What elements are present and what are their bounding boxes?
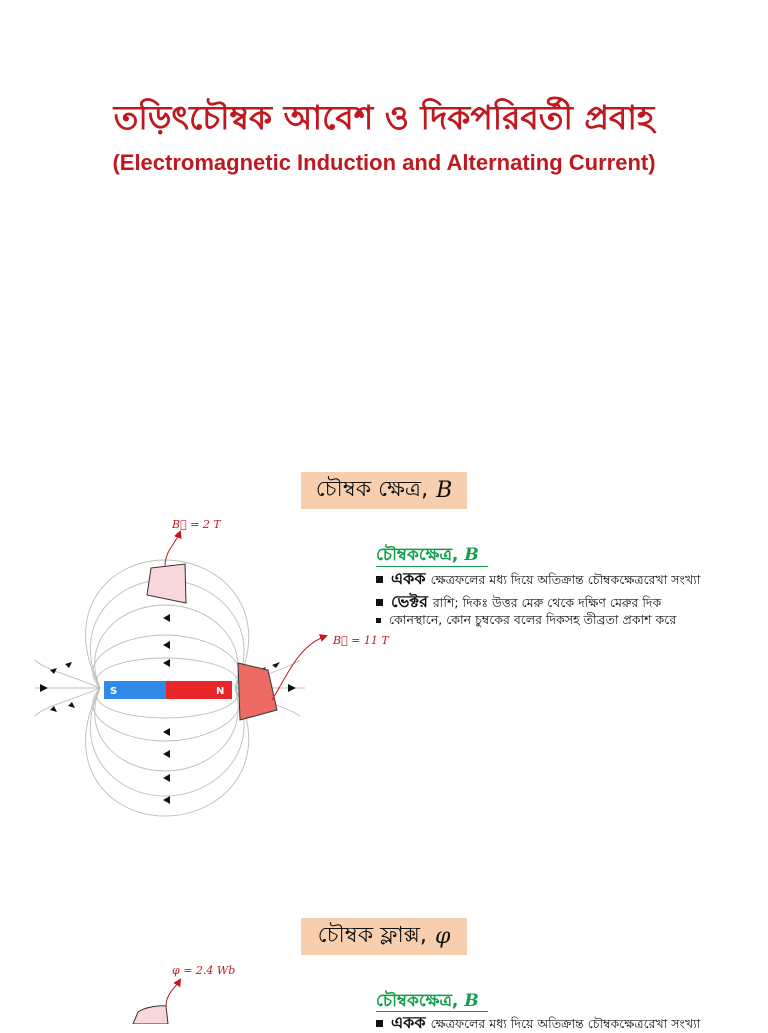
field-label-small: B⃗ = 2 T bbox=[171, 518, 222, 531]
section-header-magnetic-field: চৌম্বক ক্ষেত্র, B bbox=[301, 472, 467, 509]
subheading-underline bbox=[376, 1011, 488, 1012]
bullet-list: একক ক্ষেত্রফলের মধ্য দিয়ে অতিক্রান্ত চৌ… bbox=[376, 569, 700, 629]
bullet-bold: একক bbox=[391, 1013, 426, 1032]
magnet-south-label: S bbox=[110, 686, 117, 697]
bullet-list-2: একক ক্ষেত্রফলের মধ্য দিয়ে অতিক্রান্ত চৌ… bbox=[376, 1013, 700, 1033]
field-label-large: B⃗ = 11 T bbox=[332, 634, 390, 647]
flux-pointer bbox=[165, 978, 182, 1007]
large-surface-pointer bbox=[271, 634, 328, 701]
flux-label: φ = 2.4 Wb bbox=[172, 964, 235, 977]
flux-area-surface bbox=[132, 1005, 169, 1024]
small-surface-pointer bbox=[164, 530, 182, 568]
section-header-symbol: φ bbox=[434, 924, 451, 949]
section-header-magnetic-flux: চৌম্বক ফ্লাক্স, φ bbox=[301, 918, 467, 955]
field-arrow-markers bbox=[40, 592, 296, 804]
bar-magnet-field-diagram: S N B⃗ = 2 T B⃗ = 11 T bbox=[34, 518, 390, 817]
bar-magnet: S N bbox=[104, 681, 232, 699]
subheading-symbol: B bbox=[464, 545, 479, 565]
page-subtitle: (Electromagnetic Induction and Alternati… bbox=[112, 150, 656, 175]
bullet-square-icon bbox=[376, 576, 383, 583]
bullet-square-icon bbox=[376, 618, 381, 623]
bullet-text: কোনস্থানে, কোন চুম্বকের বলের দিকসহ তীব্র… bbox=[389, 612, 677, 627]
section-header-label: চৌম্বক ক্ষেত্র, bbox=[315, 477, 429, 502]
bullet-text: ক্ষেত্রফলের মধ্য দিয়ে অতিক্রান্ত চৌম্বক… bbox=[430, 572, 701, 587]
subheading-underline bbox=[376, 566, 488, 567]
section-header-label: চৌম্বক ফ্লাক্স, bbox=[317, 923, 427, 948]
bullet-square-icon bbox=[376, 599, 383, 606]
bullet-text: রাশি; দিকঃ উত্তর মেরু থেকে দক্ষিণ মেরুর … bbox=[432, 595, 662, 610]
flux-diagram-top: φ = 2.4 Wb bbox=[132, 964, 235, 1024]
small-area-surface bbox=[146, 563, 187, 604]
subheading-symbol: B bbox=[464, 991, 479, 1011]
page-title: তড়িৎচৌম্বক আবেশ ও দিকপরিবর্তী প্রবাহ bbox=[113, 98, 655, 137]
section-header-symbol: B bbox=[436, 478, 453, 503]
bullet-bold: একক bbox=[391, 569, 426, 588]
list-item: কোনস্থানে, কোন চুম্বকের বলের দিকসহ তীব্র… bbox=[376, 610, 700, 629]
bullet-bold: ভেক্টর bbox=[391, 592, 428, 611]
subheading-magnetic-field: চৌম্বকক্ষেত্র, B bbox=[376, 542, 479, 570]
magnet-north-label: N bbox=[216, 686, 224, 697]
list-item: একক ক্ষেত্রফলের মধ্য দিয়ে অতিক্রান্ত চৌ… bbox=[376, 1013, 700, 1033]
subheading-label: চৌম্বকক্ষেত্র, bbox=[376, 545, 459, 565]
list-item: একক ক্ষেত্রফলের মধ্য দিয়ে অতিক্রান্ত চৌ… bbox=[376, 569, 700, 589]
large-area-surface bbox=[237, 662, 278, 721]
list-item: ভেক্টর রাশি; দিকঃ উত্তর মেরু থেকে দক্ষিণ… bbox=[376, 592, 700, 612]
subheading-label: চৌম্বকক্ষেত্র, bbox=[376, 991, 459, 1011]
subheading-magnetic-field-2: চৌম্বকক্ষেত্র, B bbox=[376, 988, 479, 1016]
